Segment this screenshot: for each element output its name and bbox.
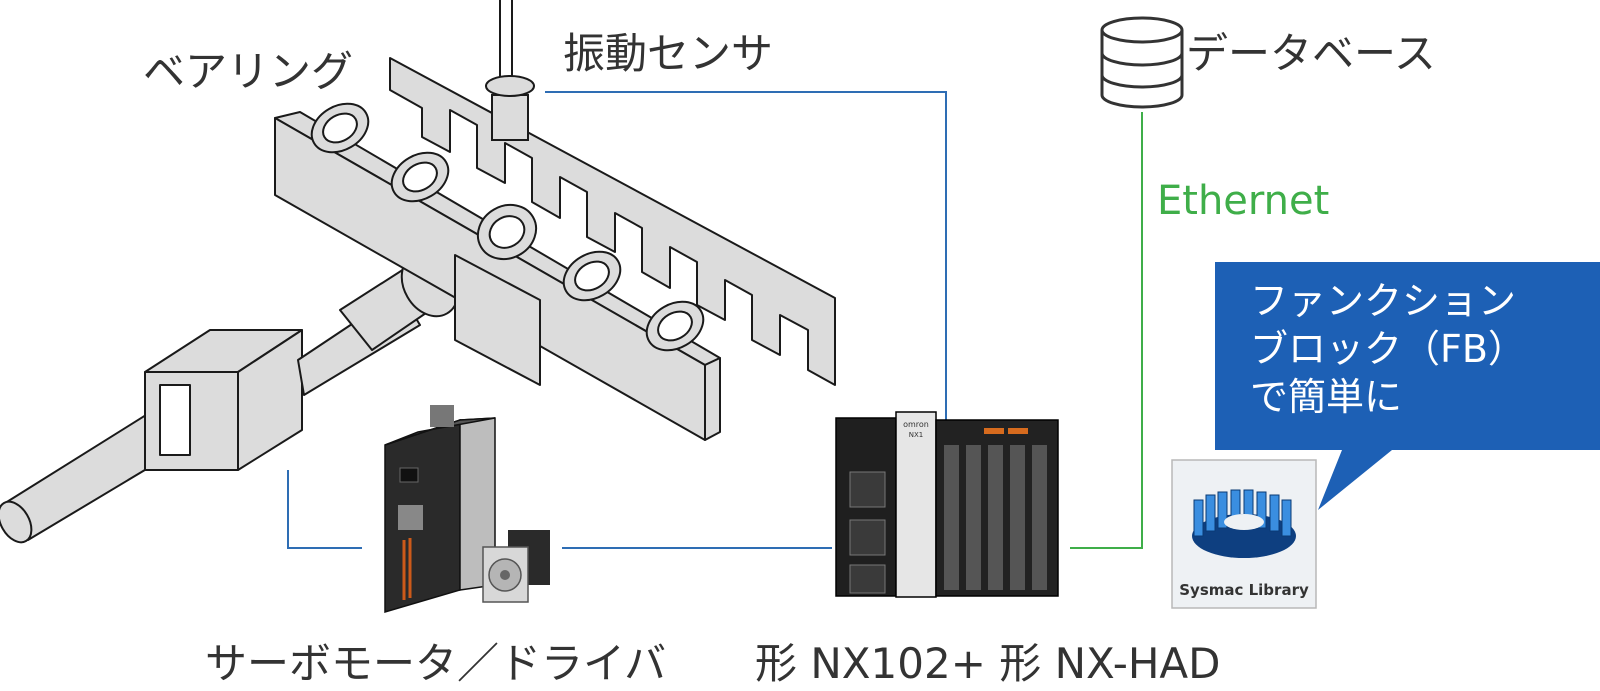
- coupling-block-side: [237, 329, 303, 471]
- coupling-slot: [159, 384, 191, 456]
- callout-text: ファンクション ブロック（FB） で簡単に: [1250, 277, 1526, 421]
- coupling-block-front: [144, 371, 239, 471]
- front-clamp-block: [454, 254, 541, 386]
- callout-line-1: ファンクション: [1250, 279, 1517, 323]
- sensor-link-line: [545, 91, 947, 420]
- machine-drawing: [0, 57, 836, 544]
- servo-drive: [384, 405, 496, 614]
- ethernet-line: [1070, 112, 1143, 549]
- callout-line-2: ブロック（FB）: [1250, 327, 1526, 371]
- servo-label: サーボモータ／ドライバ: [205, 639, 667, 688]
- servo-motor: [482, 530, 550, 603]
- base-rail-end: [704, 357, 721, 441]
- controller-model: NX1: [909, 431, 924, 439]
- controller-label: 形 NX102+ 形 NX-HAD: [755, 639, 1221, 688]
- bearing-row: [310, 102, 705, 352]
- library-label: Sysmac Library: [1179, 581, 1309, 599]
- ethernet-label: Ethernet: [1157, 178, 1330, 224]
- connection-lines: [287, 91, 1143, 549]
- callout-line-3: で簡単に: [1250, 375, 1403, 419]
- database-label: データベース: [1186, 29, 1436, 78]
- vibration-sensor: [485, 0, 535, 141]
- bearing-label: ベアリング: [143, 47, 354, 96]
- callout-bubble: [1215, 262, 1600, 510]
- sysmac-library-icon: Sysmac Library: [1171, 459, 1317, 609]
- shaft-end: [0, 500, 33, 544]
- database-icon: [1100, 16, 1184, 109]
- servo-link-line: [287, 470, 362, 549]
- nx102-controller: omron NX1: [835, 411, 1059, 598]
- vibration-sensor-label: 振動センサ: [563, 29, 774, 78]
- controller-brand: omron: [903, 420, 929, 429]
